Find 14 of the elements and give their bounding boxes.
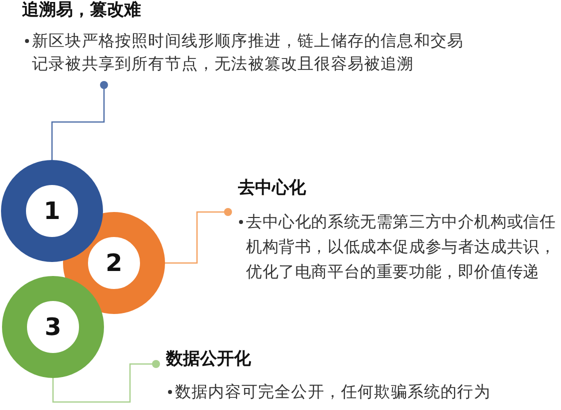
heading: 去中心化 <box>238 178 306 198</box>
bullet-text: 数据内容可完全公开，任何欺骗系统的行为 <box>175 381 492 403</box>
connector-line <box>51 81 108 160</box>
heading: 数据公开化 <box>166 349 251 369</box>
step-number: 2 <box>106 251 122 275</box>
bullet-text: 去中心化的系统无需第三方中介机构或信任机构背书，以低成本促成参与者达成共识，优化了电商平台的重要功能，即价值传递 <box>246 211 557 283</box>
numbered-ring <box>1 160 103 262</box>
bullet-text: 新区块严格按照时间线形顺序推进，链上储存的信息和交易记录被共享到所有节点，无法被篡改且很容易被追溯 <box>32 30 465 75</box>
step-number: 3 <box>44 315 62 339</box>
step-number: 1 <box>44 199 60 223</box>
heading: 追溯易，篡改难 <box>22 0 141 21</box>
connector-line <box>52 360 160 403</box>
numbered-ring <box>2 276 104 378</box>
connector-line <box>165 208 232 264</box>
